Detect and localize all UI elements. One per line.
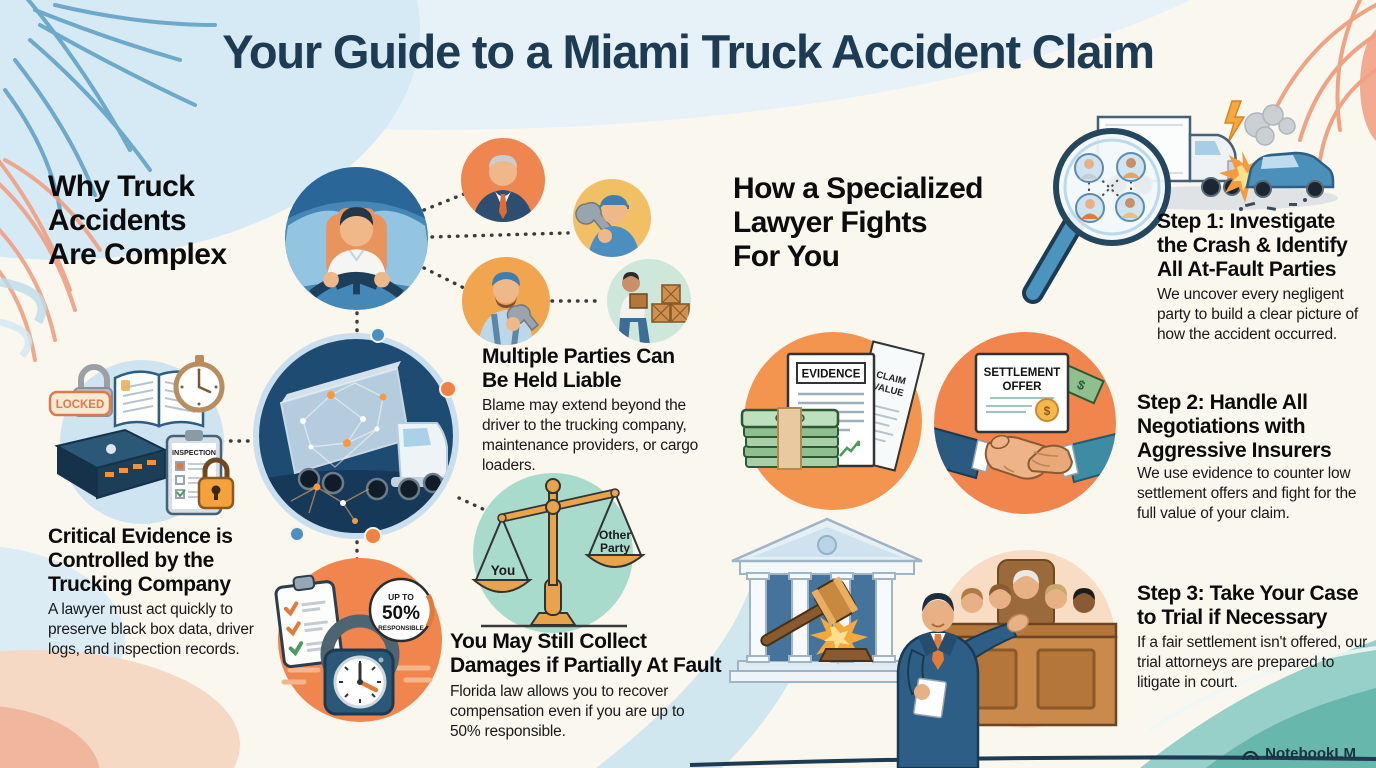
repair-mechanic-illustration [461,256,551,346]
settlement-document: SETTLEMENT OFFER $ [974,352,1070,434]
businessman-icon [472,155,534,222]
money-stack-icon [740,407,840,470]
scale-right-label-2: Party [600,541,630,555]
page-title-prefix: Your Guide to a [222,25,563,78]
lawyer-figure [896,593,1030,768]
truck-driver-illustration [283,165,430,312]
step3-body: If a fair settlement isn't offered, our … [1137,634,1368,692]
padlock-icon [197,457,235,510]
network-node-icon [289,327,457,545]
settlement-label-2: OFFER [1003,381,1043,393]
trucking-company-illustration [460,137,546,223]
stopwatch-icon [173,355,225,413]
magnifier-icon [1022,128,1171,304]
driver-icon [284,166,429,299]
svg-text:$: $ [1044,404,1051,418]
evidence-label: EVIDENCE [802,369,861,381]
evidence-title: Critical Evidence is Controlled by the T… [48,525,233,597]
badge-top: UP TO [388,592,414,602]
comparative-fault-illustration: You Other Party [463,463,646,643]
left-section-heading: Why Truck Accidents Are Complex [48,170,227,271]
maintenance-provider-illustration [572,178,652,258]
coin-icon [1035,398,1059,422]
mechanic-icon [478,272,540,345]
settlement-negotiation-illustration: $ SETTLEMENT OFFER $ [930,330,1120,520]
step1-body: We uncover every negligent party to buil… [1157,286,1359,344]
clock-icon [320,614,400,716]
mechanic-icon [575,195,640,257]
notebooklm-logo-icon [1242,750,1259,760]
page-title-emphasis: Miami Truck Accident Claim [562,25,1155,78]
scale-right-label-1: Other [599,528,631,542]
at-fault-party-avatars [1074,152,1146,223]
scales-icon: You Other Party [471,478,646,628]
locked-tag: LOCKED [48,390,112,417]
data-network-icon [290,382,387,524]
scale-left-label: You [491,563,516,578]
trial-illustration [860,520,1180,768]
fault-badge: UP TO 50% RESPONSIBLE [368,577,435,643]
fault-title: You May Still Collect Damages if Partial… [450,630,722,678]
locked-tag-label: LOCKED [56,399,105,411]
step2-body: We use evidence to counter low settlemen… [1137,465,1357,523]
liability-title: Multiple Parties Can Be Held Liable [482,345,675,393]
step1-title: Step 1: Investigate the Crash & Identify… [1157,210,1348,282]
notebooklm-brand: NotebookLM [1241,745,1356,762]
evidence-illustration: LOCKED [47,350,237,540]
cargo-loader-illustration [606,258,692,344]
evidence-body: A lawyer must act quickly to preserve bl… [48,601,254,659]
truck-icon [279,361,448,501]
page-title: Your Guide to a Miami Truck Accident Cla… [0,24,1376,79]
right-section-heading: How a Specialized Lawyer Fights For You [733,172,983,273]
investigation-illustration [995,95,1355,325]
step3-title: Step 3: Take Your Case to Trial if Neces… [1137,582,1359,630]
black-box-icon [54,428,168,500]
liability-body: Blame may extend beyond the driver to th… [482,397,699,475]
fault-body: Florida law allows you to recover compen… [450,683,685,741]
inspection-label: INSPECTION [172,448,216,457]
cargo-loader-icon [618,272,690,343]
notebooklm-label: NotebookLM [1265,745,1356,762]
badge-bottom: RESPONSIBLE [378,625,425,632]
badge-percent: 50% [382,603,420,624]
evidence-money-illustration: CLAIM VALUE EVIDENCE [740,328,926,514]
step2-title: Step 2: Handle All Negotiations with Agg… [1137,391,1332,463]
settlement-label-1: SETTLEMENT [984,367,1061,379]
truck-network-illustration [251,327,461,545]
partial-fault-illustration: UP TO 50% RESPONSIBLE [270,550,450,730]
